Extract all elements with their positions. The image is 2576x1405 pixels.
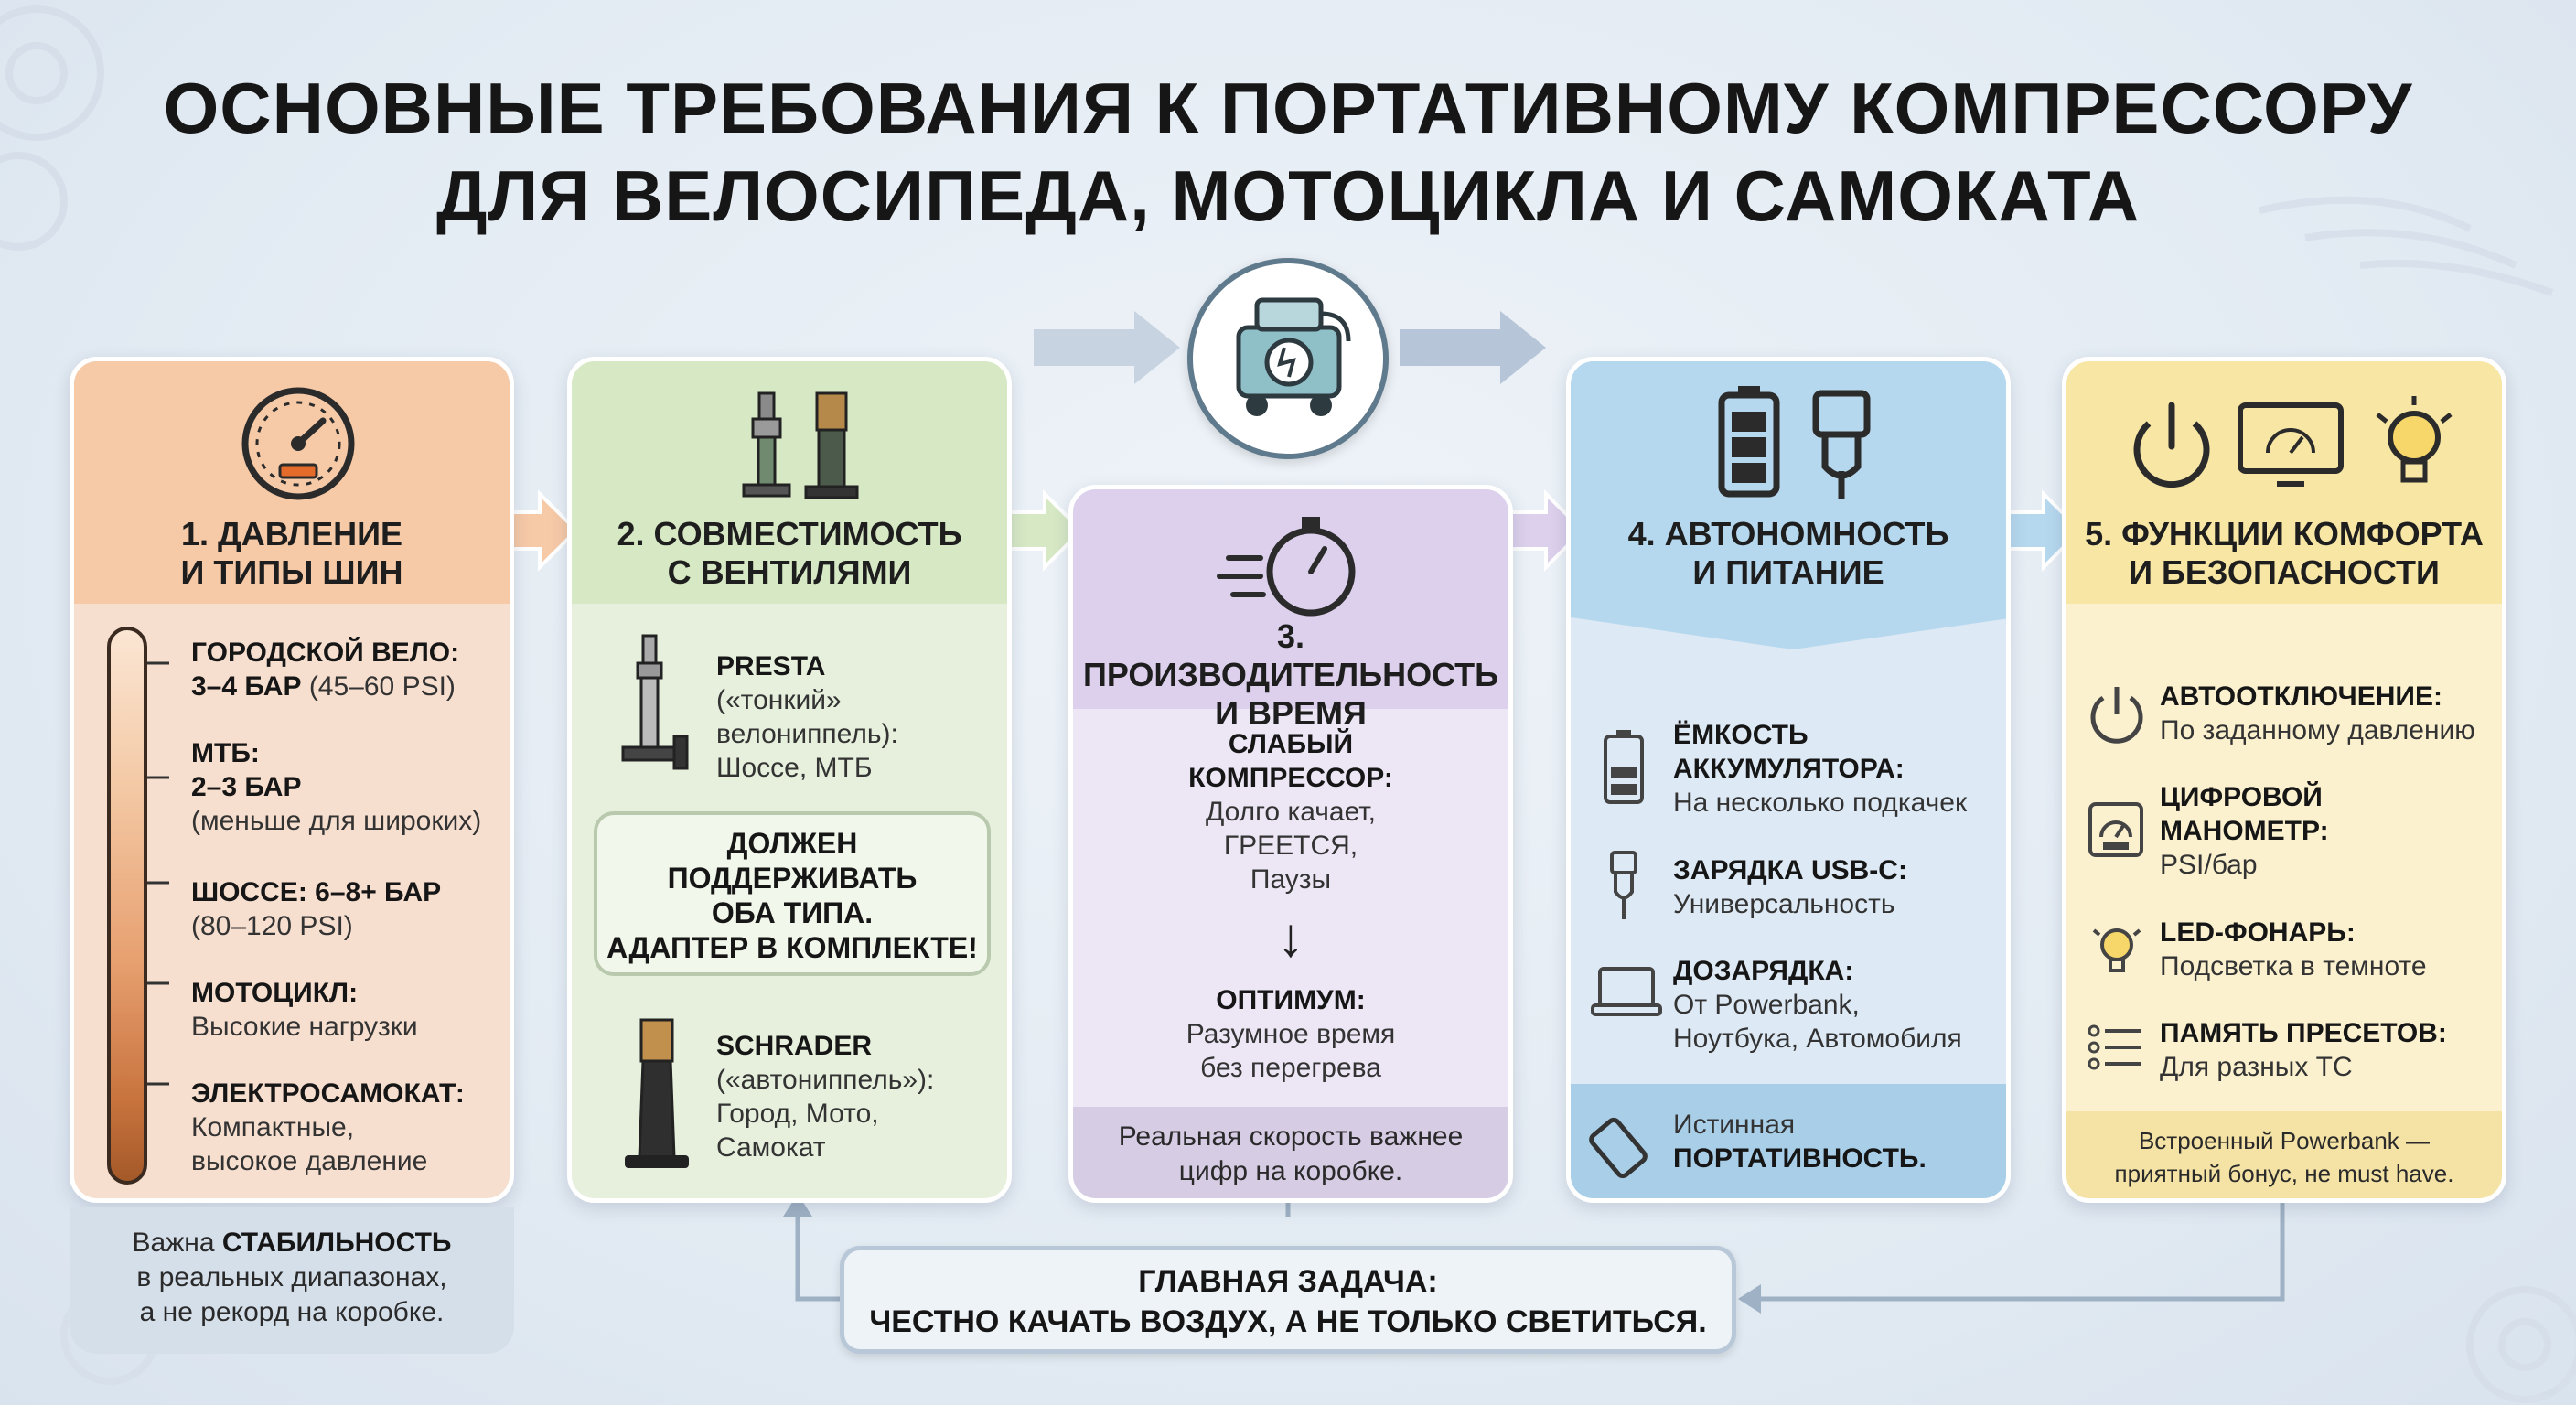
preset-list-icon (2088, 1024, 2141, 1070)
power-icon (2133, 402, 2210, 488)
light-bulb-icon (2376, 396, 2453, 483)
card-title-line-2: С ВЕНТИЛЯМИ (667, 553, 912, 591)
gear-icon (2466, 1286, 2576, 1403)
card-performance: 3. ПРОИЗВОДИТЕЛЬНОСТЬ И ВРЕМЯ СЛАБЫЙ КОМ… (1068, 485, 1513, 1203)
list-item: АВТООТКЛЮЧЕНИЕ: По заданному давлению (2160, 681, 2475, 745)
laptop-icon (1591, 967, 1662, 1016)
title-line-2: ДЛЯ ВЕЛОСИПЕДА, МОТОЦИКЛА И САМОКАТА (435, 156, 2141, 236)
list-item: ШОССЕ: 6–8+ БАР (80–120 PSI) (191, 877, 442, 941)
card-title-line-2: И ПИТАНИЕ (1692, 553, 1884, 591)
usb-icon (1610, 851, 1637, 919)
card-autonomy: 4. АВТОНОМНОСТЬ И ПИТАНИЕ ЁМКОСТЬ АККУМУ… (1566, 357, 2011, 1203)
comfort-icons (2133, 396, 2453, 488)
card-pressure: 1. ДАВЛЕНИЕ И ТИПЫ ШИН ГОРОДСКОЙ ВЕЛО: 3… (70, 357, 514, 1203)
pressure-gauge-icon (242, 387, 355, 500)
pressure-scale-bar (107, 627, 147, 1185)
scale-ticks (147, 661, 169, 1086)
card1-footer: Важна СТАБИЛЬНОСТЬ в реальных диапазонах… (70, 1207, 514, 1354)
list-item: ЦИФРОВОЙ МАНОМЕТР: PSI/бар (2160, 782, 2329, 880)
powerbank-icon (1589, 1117, 1648, 1179)
list-item: ЭЛЕКТРОСАМОКАТ: Компактные, высокое давл… (191, 1078, 465, 1176)
arrow-right-icon (1400, 311, 1546, 384)
arrow-left-icon (1738, 1284, 1761, 1314)
battery-icon (1604, 730, 1644, 804)
arrow-right-icon (1004, 489, 1084, 572)
power-icon (2090, 687, 2143, 744)
card-title-line-2: И БЕЗОПАСНОСТИ (2129, 553, 2440, 591)
title-line-1: ОСНОВНЫЕ ТРЕБОВАНИЯ К ПОРТАТИВНОМУ КОМПР… (163, 68, 2413, 148)
arrow-right-icon (1506, 489, 1585, 572)
valves-icon (742, 391, 859, 499)
schrader-item: SCHRADER («автониппель»): Город, Мото, С… (716, 1031, 935, 1163)
page-title: ОСНОВНЫЕ ТРЕБОВАНИЯ К ПОРТАТИВНОМУ КОМПР… (0, 64, 2576, 240)
list-item: ДОЗАРЯДКА: От Powerbank, Ноутбука, Автом… (1673, 956, 1962, 1054)
presta-valve-icon (621, 634, 689, 770)
battery-usb-icon (1718, 386, 1871, 499)
schrader-valve-icon (625, 1018, 689, 1168)
card-comfort: 5. ФУНКЦИИ КОМФОРТА И БЕЗОПАСНОСТИ АВТОО… (2062, 357, 2506, 1203)
list-item: ЁМКОСТЬ АККУМУЛЯТОРА: На несколько подка… (1673, 720, 1968, 818)
card-title: 1. ДАВЛЕНИЕ (181, 515, 402, 552)
chevron-down-divider (1571, 599, 2006, 649)
compressor-badge (1187, 258, 1389, 459)
card4-footer: Истинная ПОРТАТИВНОСТЬ. (1571, 1084, 2006, 1198)
list-item: МТБ: 2–3 БАР (меньше для широких) (191, 738, 482, 836)
card-title: 3. ПРОИЗВОДИТЕЛЬНОСТЬ (1082, 617, 1499, 693)
gear-icon (0, 152, 68, 251)
main-task-title: ГЛАВНАЯ ЗАДАЧА: (1138, 1264, 1438, 1299)
presta-item: PRESTA («тонкий» велониппель): Шоссе, МТ… (716, 651, 898, 783)
adapter-note-box: ДОЛЖЕН ПОДДЕРЖИВАТЬ ОБА ТИПА. АДАПТЕР В … (594, 811, 991, 976)
card-title: 4. АВТОНОМНОСТЬ (1627, 515, 1949, 552)
card-title: 2. СОВМЕСТИМОСТЬ (617, 515, 962, 552)
card-title: 5. ФУНКЦИИ КОМФОРТА (2085, 515, 2484, 552)
gear-icon (0, 5, 104, 141)
card-title-line-2: И ТИПЫ ШИН (180, 553, 403, 591)
light-bulb-icon (2092, 928, 2141, 972)
card5-footer: Встроенный Powerbank — приятный бонус, н… (2066, 1111, 2502, 1198)
weak-compressor-item: СЛАБЫЙ КОМПРЕССОР: Долго качает, ГРЕЕТСЯ… (1188, 729, 1393, 895)
list-item: ПАМЯТЬ ПРЕСЕТОВ: Для разных ТС (2160, 1018, 2447, 1082)
arrow-up-icon (783, 1194, 812, 1217)
digital-gauge-icon (2088, 802, 2143, 857)
arrow-down-icon: ↓ (1277, 906, 1304, 968)
list-item: МОТОЦИКЛ: Высокие нагрузки (191, 978, 418, 1042)
optimum-item: ОПТИМУМ: Разумное время без перегрева (1186, 985, 1396, 1083)
monitor-gauge-icon (2238, 402, 2344, 487)
compressor-icon (1236, 297, 1351, 416)
list-item: ЗАРЯДКА USB-C: Универсальность (1673, 855, 1907, 919)
main-task-box: ГЛАВНАЯ ЗАДАЧА: ЧЕСТНО КАЧАТЬ ВОЗДУХ, А … (840, 1246, 1736, 1354)
card-valves: 2. СОВМЕСТИМОСТЬ С ВЕНТИЛЯМИ PRESTA («то… (567, 357, 1012, 1203)
card3-footer: Реальная скорость важнее цифр на коробке… (1073, 1107, 1508, 1198)
list-item: LED-ФОНАРЬ: Подсветка в темноте (2160, 917, 2427, 981)
stopwatch-icon (1217, 517, 1356, 617)
wind-icon (2259, 196, 2554, 296)
arrow-right-icon (1034, 311, 1180, 384)
card-title-line-2: И ВРЕМЯ (1215, 694, 1367, 732)
main-task-text: ЧЕСТНО КАЧАТЬ ВОЗДУХ, А НЕ ТОЛЬКО СВЕТИТ… (869, 1304, 1707, 1339)
list-item: ГОРОДСКОЙ ВЕЛО: 3–4 БАР (45–60 PSI) (191, 638, 460, 702)
